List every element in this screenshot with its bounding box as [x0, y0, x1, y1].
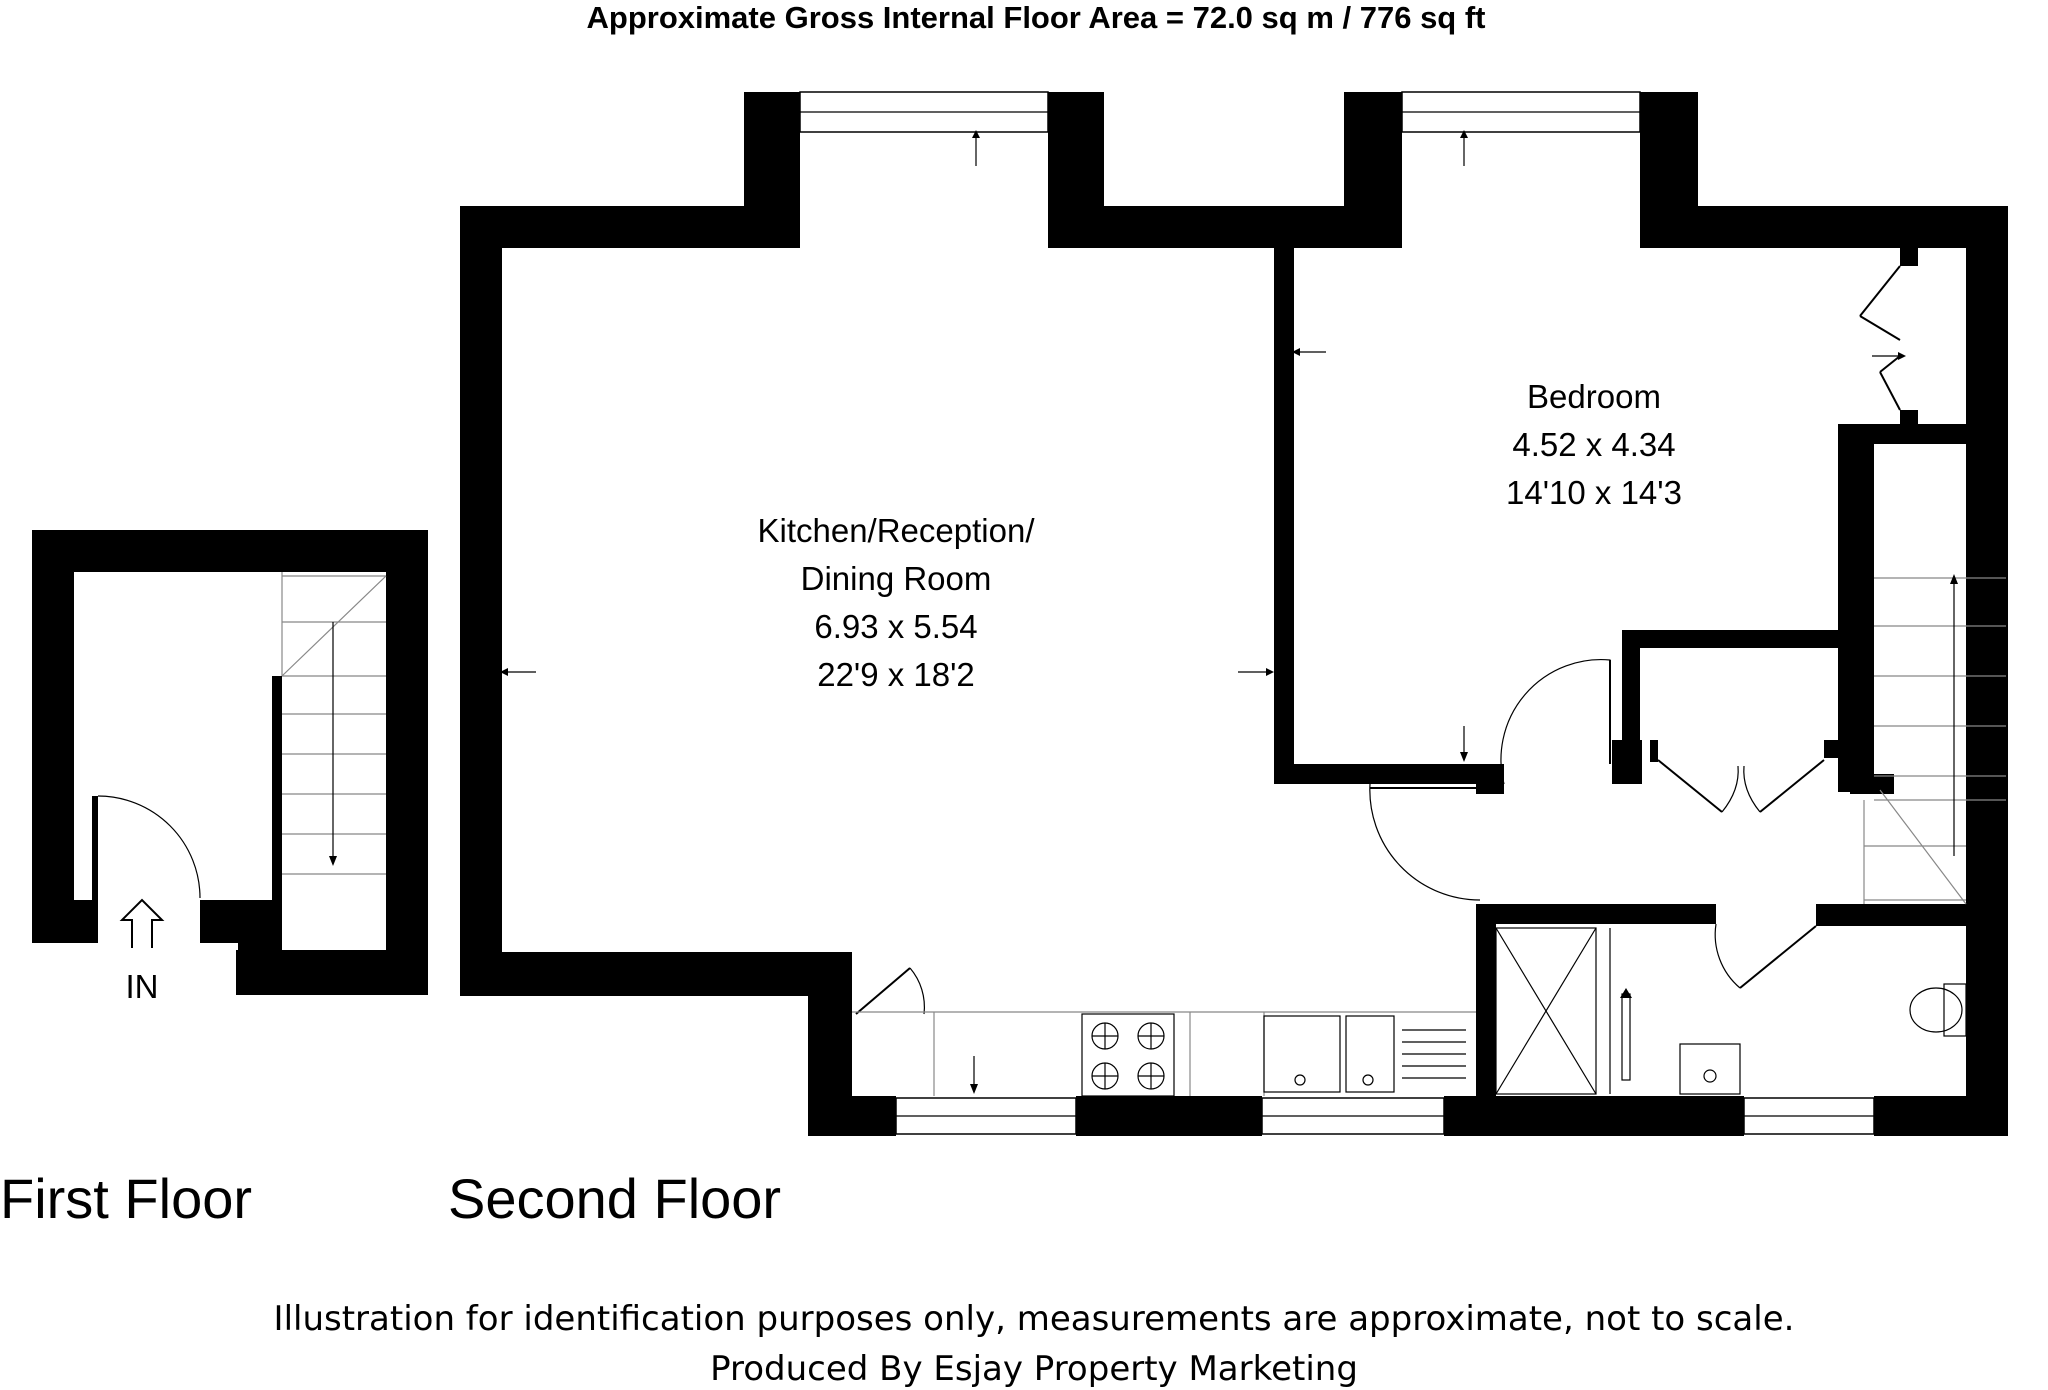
wall [32, 530, 428, 572]
wall [460, 952, 840, 996]
wall [1838, 424, 1858, 792]
bedroom-metric-dimensions: 4.52 x 4.34 [1512, 426, 1675, 463]
wall [1838, 424, 2008, 444]
wall [1640, 206, 2008, 248]
disclaimer-text: Illustration for identification purposes… [274, 1299, 1795, 1339]
kitchen-metric-dimensions: 6.93 x 5.54 [814, 608, 977, 645]
entrance-label: IN [126, 968, 159, 1005]
direction-arrows [500, 130, 1468, 762]
first-floor-label: First Floor [0, 1167, 252, 1230]
door [855, 967, 911, 1015]
door-swing [1714, 923, 1741, 989]
credit-text: Produced By Esjay Property Marketing [710, 1349, 1358, 1389]
wall [1900, 410, 1918, 428]
wall [1966, 206, 2008, 1136]
kitchen-room-name-2: Dining Room [801, 560, 992, 597]
wall [1858, 444, 1874, 790]
wall [32, 900, 98, 943]
hob-icon [1081, 1013, 1175, 1097]
wall [1476, 904, 1716, 924]
wall [460, 206, 800, 248]
wall [1076, 1096, 1262, 1136]
stairs [1863, 574, 2006, 905]
wall [1612, 740, 1642, 784]
sink-icon [1263, 1015, 1466, 1093]
cupboard-doors [1657, 759, 1825, 813]
bedroom-imperial-dimensions: 14'10 x 14'3 [1506, 474, 1682, 511]
door-swing [1500, 658, 1611, 785]
basin-icon [1679, 1043, 1741, 1095]
wall [1622, 630, 1640, 756]
wall [1048, 206, 1402, 248]
second-floor-label: Second Floor [448, 1167, 781, 1230]
wall [1274, 764, 1490, 784]
door-swing [1369, 783, 1481, 901]
kitchen-room-name: Kitchen/Reception/ [757, 512, 1035, 549]
kitchen-worktop [852, 1011, 1476, 1096]
first-floor-plan: IN [32, 530, 428, 1005]
door-swing [97, 795, 201, 899]
floor-area-title: Approximate Gross Internal Floor Area = … [587, 0, 1486, 35]
wall [1344, 92, 1402, 248]
wall [386, 530, 428, 995]
wall [1816, 904, 2008, 926]
bedroom-room-name: Bedroom [1527, 378, 1661, 415]
wardrobe-doors [1859, 265, 1906, 411]
entrance-arrow-icon [119, 898, 165, 948]
wall [1476, 764, 1504, 794]
second-floor-plan: Kitchen/Reception/ Dining Room 6.93 x 5.… [460, 91, 2008, 1136]
wall [744, 92, 800, 248]
wall [1900, 248, 1918, 266]
wall [1476, 904, 1496, 1104]
wall [1650, 740, 1658, 762]
wall [1622, 630, 1844, 648]
toilet-icon [1909, 983, 1967, 1037]
wall [272, 676, 282, 952]
wall [92, 796, 98, 902]
door-swing [909, 967, 926, 1015]
stairs [281, 572, 387, 875]
wall [1874, 1096, 2008, 1136]
wall [460, 206, 502, 996]
wall [32, 530, 74, 943]
shower-icon [1495, 927, 1632, 1095]
wall [1274, 248, 1294, 784]
kitchen-imperial-dimensions: 22'9 x 18'2 [817, 656, 975, 693]
wall [808, 1096, 896, 1136]
